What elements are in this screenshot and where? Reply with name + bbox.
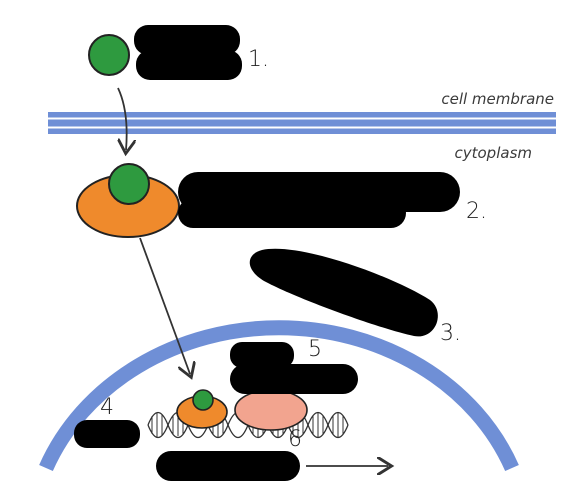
cell-membrane-label: cell membrane bbox=[441, 90, 554, 108]
number-3: 3. bbox=[440, 321, 461, 346]
translocation-arrow bbox=[139, 237, 190, 374]
ligand-molecule bbox=[88, 34, 130, 76]
number-5: 5 bbox=[308, 337, 322, 362]
number-1: 1. bbox=[248, 47, 269, 72]
cell-membrane bbox=[48, 112, 556, 134]
number-2: 2. bbox=[466, 199, 487, 224]
number-4: 4 bbox=[100, 395, 114, 420]
number-6: 6 bbox=[288, 427, 302, 452]
redaction-marks bbox=[74, 25, 460, 481]
receptor-complex bbox=[76, 163, 180, 238]
nuclear-envelope bbox=[39, 320, 519, 472]
cytoplasm-label: cytoplasm bbox=[455, 144, 533, 162]
entry-arrow bbox=[118, 87, 127, 150]
dna-bound-receptor bbox=[176, 389, 228, 429]
transcription-factor bbox=[234, 389, 308, 431]
